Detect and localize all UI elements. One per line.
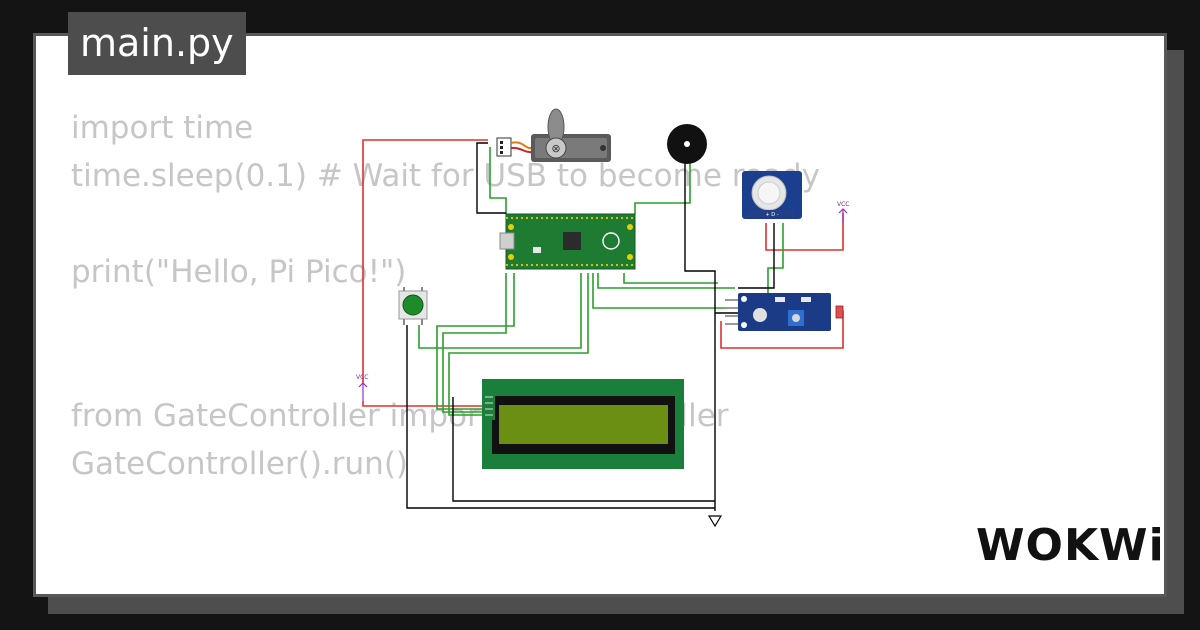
code-line: GateController().run() xyxy=(71,446,409,482)
vcc-icon: VCC xyxy=(356,374,368,401)
pir-sensor[interactable]: + D - xyxy=(742,171,802,219)
wokwi-logo: WOKWi xyxy=(976,520,1165,571)
signal-wires xyxy=(418,147,784,416)
ground-wires xyxy=(406,142,775,511)
pushbutton[interactable] xyxy=(398,287,428,325)
ldr-sensor-module[interactable] xyxy=(725,293,831,331)
code-line: import time xyxy=(71,110,254,146)
circuit-diagram: VCC VCC ⊗ xyxy=(356,108,849,528)
code-line: print("Hello, Pi Pico!") xyxy=(71,254,407,290)
svg-text:+ D -: + D - xyxy=(765,212,778,218)
vcc-label-right: VCC xyxy=(837,201,849,208)
raspberry-pi-pico[interactable] xyxy=(499,213,636,270)
vcc-label-left: VCC xyxy=(356,374,368,381)
servo[interactable]: ⊗ xyxy=(496,108,611,162)
power-wires xyxy=(362,139,844,407)
resistor xyxy=(835,305,844,319)
buzzer[interactable] xyxy=(667,124,707,164)
svg-text:⊗: ⊗ xyxy=(551,142,560,155)
vcc-icon: VCC xyxy=(837,201,849,223)
ground-icon xyxy=(707,515,723,528)
tab-main-py[interactable]: main.py xyxy=(68,12,246,75)
preview-card: import time time.sleep(0.1) # Wait for U… xyxy=(33,33,1167,597)
lcd-1602[interactable] xyxy=(482,379,684,469)
code-background: import time time.sleep(0.1) # Wait for U… xyxy=(71,104,820,488)
